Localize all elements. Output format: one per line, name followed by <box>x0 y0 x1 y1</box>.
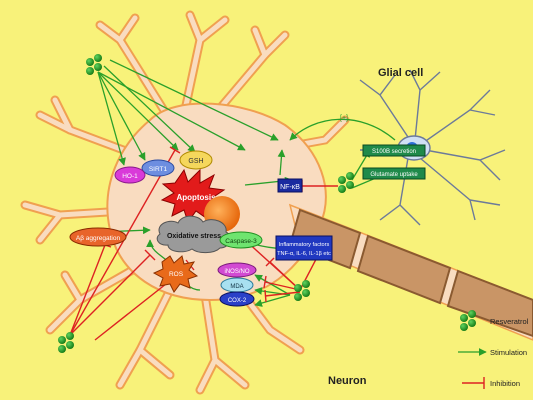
legend-inhibition: Inhibition <box>490 379 520 388</box>
node-oxidative-stress: Oxidative stress <box>156 215 231 254</box>
node-glutamate: Glutamate uptake <box>362 167 426 180</box>
axon <box>288 203 533 341</box>
resveratrol-middle <box>338 172 354 193</box>
legend: Resveratrol Stimulation Inhibition <box>458 310 529 389</box>
node-gsh: GSH <box>179 150 213 170</box>
node-mda: MDA <box>220 277 254 293</box>
legend-resveratrol-icon <box>460 310 476 331</box>
resveratrol-bottom-left <box>58 332 74 353</box>
svg-text:Caspase-3: Caspase-3 <box>225 238 257 245</box>
svg-text:Aβ aggregation: Aβ aggregation <box>76 235 121 242</box>
node-ab-aggregation: Aβ aggregation <box>69 227 127 247</box>
svg-text:COX-2: COX-2 <box>228 298 247 304</box>
node-ho1: HO-1 <box>114 166 146 184</box>
node-caspase3: Caspase-3 <box>219 231 263 249</box>
node-sirt1: SIRT1 <box>141 159 175 177</box>
svg-text:ROS: ROS <box>169 271 184 278</box>
svg-text:GSH: GSH <box>188 158 203 165</box>
legend-inhibition-line <box>462 377 485 389</box>
node-ros: ROS <box>152 255 199 293</box>
resveratrol-top <box>86 54 102 75</box>
svg-text:TNF-α, IL-6, IL-1β etc: TNF-α, IL-6, IL-1β etc <box>277 251 331 257</box>
node-inos: iNOS/NO <box>217 262 257 278</box>
svg-text:Apoptosis: Apoptosis <box>176 193 216 202</box>
resveratrol-bottom-right <box>294 280 310 301</box>
svg-text:Glutamate uptake: Glutamate uptake <box>370 172 418 178</box>
svg-text:HO-1: HO-1 <box>122 173 138 180</box>
svg-text:Oxidative stress: Oxidative stress <box>167 233 221 240</box>
node-nfkb: NF-κB <box>277 178 303 193</box>
svg-text:iNOS/NO: iNOS/NO <box>224 269 249 275</box>
svg-text:MDA: MDA <box>230 284 243 290</box>
node-cox2: COX-2 <box>219 291 255 307</box>
legend-stimulation: Stimulation <box>490 348 527 357</box>
svg-text:S100B secretion: S100B secretion <box>372 149 416 155</box>
glial-cell-label: Glial cell <box>378 67 423 79</box>
neuron-cell <box>20 10 350 395</box>
plus-label: [+] <box>340 115 348 122</box>
legend-resveratrol: Resveratrol <box>490 317 529 326</box>
node-s100b: S100B secretion <box>362 144 426 157</box>
svg-text:SIRT1: SIRT1 <box>149 166 168 173</box>
svg-text:Inflammatory factors: Inflammatory factors <box>279 242 330 248</box>
node-inflammatory-factors: Inflammatory factors TNF-α, IL-6, IL-1β … <box>275 235 333 261</box>
svg-text:NF-κB: NF-κB <box>280 184 300 191</box>
neuron-label: Neuron <box>328 375 367 387</box>
